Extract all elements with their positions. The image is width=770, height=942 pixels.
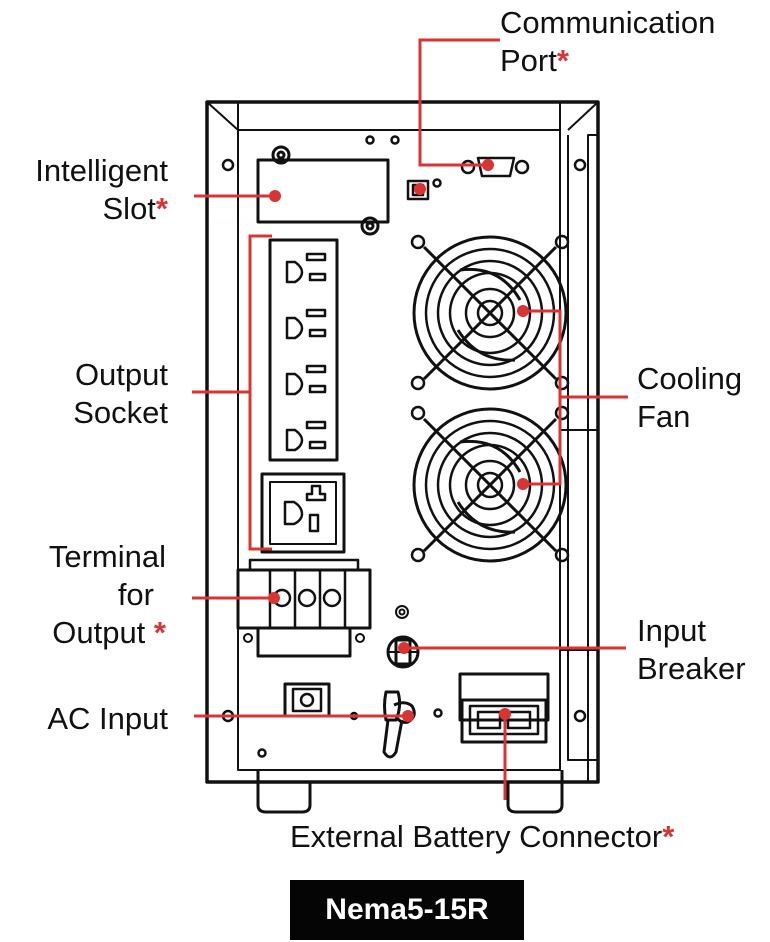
- label-external-battery-connector: External Battery Connector*: [290, 818, 674, 856]
- label-terminal-for-output-line3: Output: [52, 615, 146, 650]
- label-external-battery-connector-text: External Battery Connector: [290, 819, 663, 854]
- terminal-block: [236, 558, 372, 658]
- ground-screw: [395, 605, 409, 619]
- label-terminal-for-output-line2: for: [117, 577, 154, 612]
- label-output-socket-line1: Output: [74, 357, 168, 392]
- asterisk-intelligent-slot: *: [155, 191, 168, 226]
- cabinet-feet: [256, 770, 564, 814]
- label-output-socket-line2: Socket: [73, 395, 168, 430]
- label-cooling-fan-line2: Fan: [637, 399, 691, 434]
- label-input-breaker-line2: Breaker: [637, 651, 746, 686]
- label-communication-port-line1: Communication: [500, 5, 716, 40]
- label-intelligent-slot-line1: Intelligent: [35, 153, 168, 188]
- output-socket-block: [268, 238, 339, 462]
- outlet-5-20r: [260, 472, 346, 554]
- label-ac-input: AC Input: [0, 700, 168, 738]
- label-terminal-for-output: Terminal for Output *: [0, 538, 166, 652]
- label-input-breaker: Input Breaker: [637, 612, 746, 688]
- label-intelligent-slot: Intelligent Slot*: [0, 152, 168, 228]
- asterisk-external-battery-connector: *: [662, 819, 675, 854]
- model-badge: Nema5-15R: [290, 880, 524, 940]
- cabinet-outline: [205, 100, 600, 784]
- breaker: [386, 635, 420, 669]
- label-intelligent-slot-line2: Slot: [102, 191, 156, 226]
- leader-cooling-fan: [523, 309, 628, 486]
- leader-communication-port: [418, 38, 500, 167]
- leader-dots: [268, 159, 529, 722]
- label-input-breaker-line1: Input: [637, 613, 706, 648]
- power-cord: [382, 690, 416, 759]
- label-communication-port: Communication Port*: [500, 4, 715, 80]
- label-cooling-fan: Cooling Fan: [637, 360, 742, 436]
- outlet-5-15r: [285, 252, 327, 452]
- asterisk-terminal-for-output: *: [153, 615, 166, 650]
- label-ac-input-text: AC Input: [47, 701, 168, 736]
- db9-port: [460, 156, 530, 178]
- leader-lines: [192, 38, 628, 800]
- label-terminal-for-output-line1: Terminal: [48, 539, 166, 574]
- fan-guard: [410, 234, 570, 563]
- label-communication-port-line2: Port: [500, 43, 557, 78]
- label-output-socket: Output Socket: [0, 356, 168, 432]
- asterisk-communication-port: *: [556, 43, 569, 78]
- label-cooling-fan-line1: Cooling: [637, 361, 743, 396]
- ac-input-inlet: [283, 682, 331, 718]
- intelligent-slot: [256, 145, 390, 236]
